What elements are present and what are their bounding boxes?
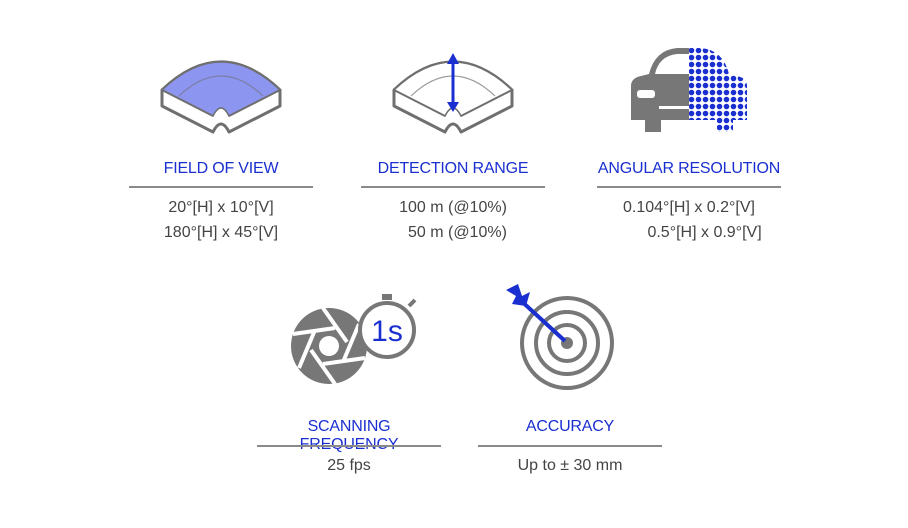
field-of-view-title: FIELD OF VIEW [163,160,279,177]
divider [361,186,545,188]
divider [257,445,441,447]
divider [478,445,662,447]
shutter-stopwatch-icon: 1s [291,294,417,386]
angular-resolution-title: ANGULAR RESOLUTION [597,160,781,177]
car-point-cloud-icon [631,48,747,132]
angular-resolution-value-2: 0.5°[H] x 0.9°[V] [616,224,762,241]
detection-range-value-2: 50 m (@10%) [399,224,507,241]
scanning-frequency-value: 25 fps [327,457,371,474]
target-dart-icon [506,284,614,390]
field-of-view-icon [160,60,282,134]
scanning-frequency-title: SCANNING FREQUENCY [300,418,399,453]
field-of-view-value-2: 180°[H] x 45°[V] [163,224,279,241]
divider [129,186,313,188]
accuracy-title: ACCURACY [525,418,615,435]
detection-range-title: DETECTION RANGE [377,160,529,177]
detection-range-value-1: 100 m (@10%) [399,199,507,216]
field-of-view-value-1: 20°[H] x 10°[V] [168,199,274,216]
angular-resolution-value-1: 0.104°[H] x 0.2°[V] [623,199,755,216]
divider [597,186,781,188]
accuracy-value: Up to ± 30 mm [517,457,623,474]
detection-range-icon [392,53,514,134]
stopwatch-label: 1s [371,315,403,348]
